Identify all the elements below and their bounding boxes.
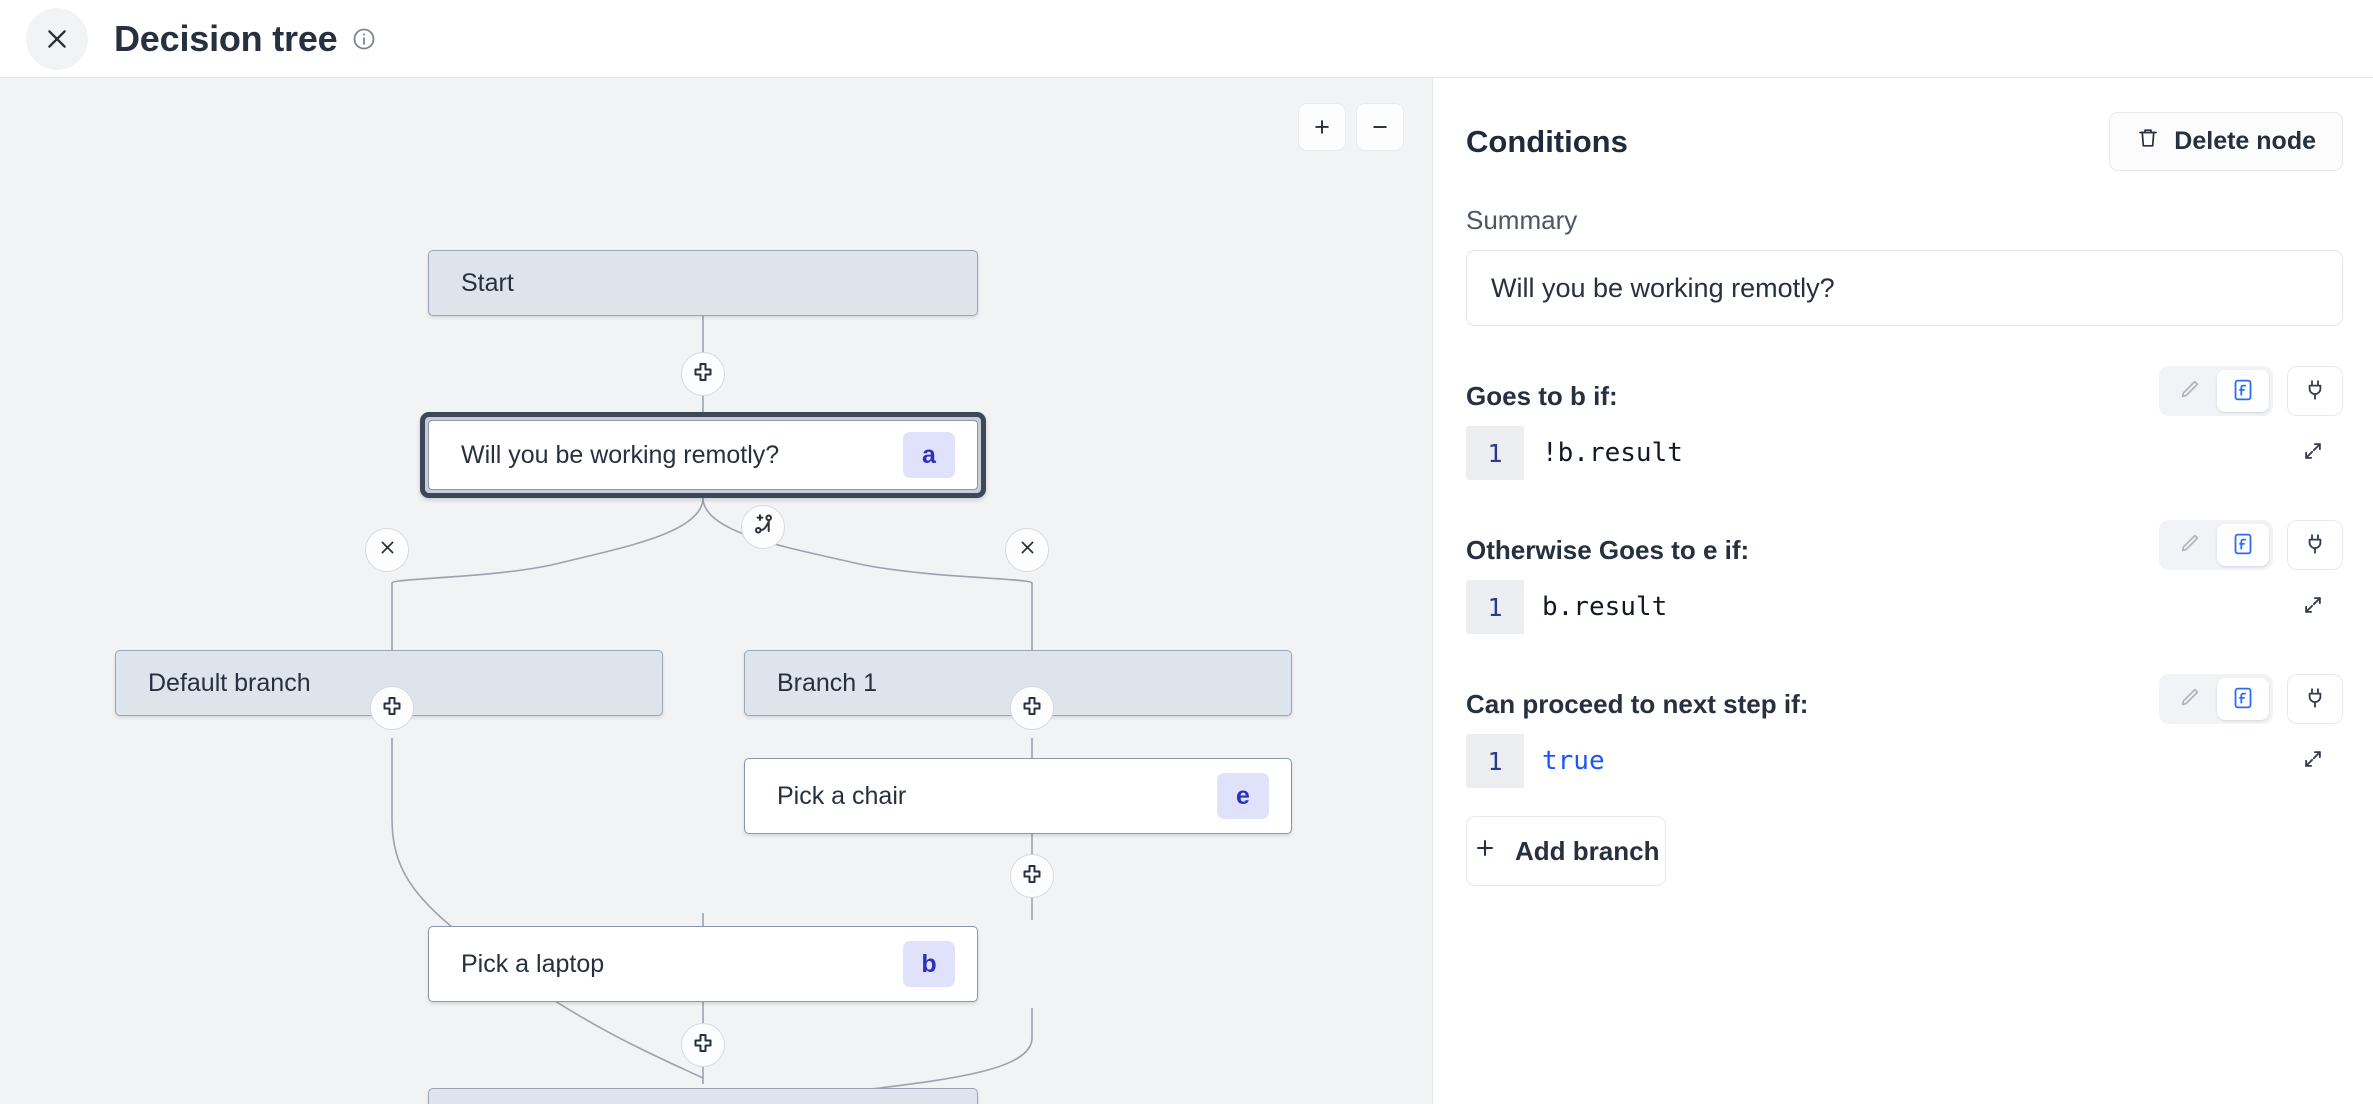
add-node-handle-start[interactable] [681, 352, 725, 396]
code-line-number: 1 [1466, 734, 1524, 788]
code-input[interactable]: b.result [1524, 580, 2343, 634]
expand-icon [2302, 748, 2324, 775]
node-label: Branch 1 [777, 668, 878, 697]
function-icon [2231, 378, 2255, 405]
branch-plus-icon [751, 512, 776, 542]
plus-icon [1020, 694, 1044, 723]
panel-title: Conditions [1466, 123, 1628, 159]
condition-label: Goes to b if: [1466, 381, 1618, 411]
add-node-handle-branch1[interactable] [1010, 686, 1054, 730]
expand-editor-button[interactable] [2289, 583, 2337, 631]
node-pick-a-laptop[interactable]: Pick a laptop b [428, 926, 978, 1002]
pencil-mode-button[interactable] [2163, 524, 2215, 566]
close-icon [44, 26, 70, 52]
code-editor-row[interactable]: 1 true [1466, 734, 2343, 788]
condition-tools [2159, 674, 2343, 724]
condition-tools [2159, 520, 2343, 570]
code-input[interactable]: true [1524, 734, 2343, 788]
page-title: Decision tree [114, 17, 338, 59]
node-badge-b: b [903, 941, 955, 987]
condition-label: Can proceed to next step if: [1466, 689, 1809, 719]
node-a-selected-outline: Will you be working remotly? a [420, 412, 986, 498]
summary-label: Summary [1466, 205, 1578, 235]
trash-icon [2136, 126, 2160, 157]
plus-icon [1020, 862, 1044, 891]
close-icon [1018, 538, 1037, 562]
connect-plug-button[interactable] [2287, 674, 2343, 724]
node-start[interactable]: Start [428, 250, 978, 316]
plus-icon [1473, 836, 1497, 867]
node-label: Start [461, 268, 514, 297]
expand-editor-button[interactable] [2289, 737, 2337, 785]
plug-icon [2303, 378, 2327, 405]
node-pick-a-chair[interactable]: Pick a chair e [744, 758, 1292, 834]
info-icon[interactable] [352, 27, 376, 51]
code-line-number: 1 [1466, 426, 1524, 480]
connect-plug-button[interactable] [2287, 520, 2343, 570]
condition-tools [2159, 366, 2343, 416]
conditions-panel: Conditions Delete node Summary Will you … [1434, 78, 2373, 1104]
node-label: Pick a laptop [461, 949, 605, 978]
function-icon [2231, 686, 2255, 713]
function-mode-button[interactable] [2217, 370, 2269, 412]
condition-block-1: Otherwise Goes to e if: [1466, 510, 2343, 634]
pencil-mode-button[interactable] [2163, 370, 2215, 412]
node-label: Will you be working remotly? [461, 440, 780, 469]
flow-canvas[interactable]: + − Start [0, 78, 1433, 1104]
condition-label: Otherwise Goes to e if: [1466, 535, 1750, 565]
plus-icon [691, 360, 715, 389]
remove-branch-default-button[interactable] [365, 528, 409, 572]
condition-header: Otherwise Goes to e if: [1466, 510, 2343, 570]
editor-mode-toggle [2159, 520, 2273, 570]
pencil-icon [2178, 686, 2201, 712]
delete-node-button[interactable]: Delete node [2109, 112, 2343, 171]
zoom-controls: + − [1298, 103, 1404, 151]
plus-icon [691, 1031, 715, 1060]
expand-icon [2302, 594, 2324, 621]
code-editor-row[interactable]: 1 !b.result [1466, 426, 2343, 480]
pencil-mode-button[interactable] [2163, 678, 2215, 720]
editor-mode-toggle [2159, 674, 2273, 724]
function-icon [2231, 532, 2255, 559]
add-node-handle-chair[interactable] [1010, 854, 1054, 898]
panel-header: Conditions Delete node [1466, 112, 2343, 171]
node-badge-e: e [1217, 773, 1269, 819]
pencil-icon [2178, 378, 2201, 404]
summary-input[interactable]: Will you be working remotly? [1466, 250, 2343, 326]
condition-block-2: Can proceed to next step if: [1466, 664, 2343, 788]
remove-branch-1-button[interactable] [1005, 528, 1049, 572]
function-mode-button[interactable] [2217, 678, 2269, 720]
plug-icon [2303, 532, 2327, 559]
app-header: Decision tree [0, 0, 2373, 78]
code-input[interactable]: !b.result [1524, 426, 2343, 480]
function-mode-button[interactable] [2217, 524, 2269, 566]
connect-plug-button[interactable] [2287, 366, 2343, 416]
zoom-in-button[interactable]: + [1298, 103, 1346, 151]
add-branch-label: Add branch [1515, 835, 1660, 866]
node-badge-a: a [903, 432, 955, 478]
code-line-number: 1 [1466, 580, 1524, 634]
node-label: Pick a chair [777, 781, 907, 810]
pencil-icon [2178, 532, 2201, 558]
add-branch-handle[interactable] [741, 505, 785, 549]
node-label: Default branch [148, 668, 311, 697]
expand-editor-button[interactable] [2289, 429, 2337, 477]
node-a[interactable]: Will you be working remotly? a [428, 420, 978, 490]
delete-node-label: Delete node [2174, 127, 2316, 155]
close-icon-button[interactable] [26, 7, 88, 70]
expand-icon [2302, 440, 2324, 467]
condition-header: Goes to b if: [1466, 356, 2343, 416]
add-branch-button[interactable]: Add branch [1466, 816, 1667, 886]
add-node-handle-default[interactable] [370, 686, 414, 730]
close-icon [378, 538, 397, 562]
editor-mode-toggle [2159, 366, 2273, 416]
plus-icon [380, 694, 404, 723]
condition-header: Can proceed to next step if: [1466, 664, 2343, 724]
plug-icon [2303, 686, 2327, 713]
add-node-handle-laptop[interactable] [681, 1023, 725, 1067]
zoom-out-button[interactable]: − [1356, 103, 1404, 151]
code-editor-row[interactable]: 1 b.result [1466, 580, 2343, 634]
condition-block-0: Goes to b if: [1466, 356, 2343, 480]
node-end[interactable]: End [428, 1088, 978, 1104]
